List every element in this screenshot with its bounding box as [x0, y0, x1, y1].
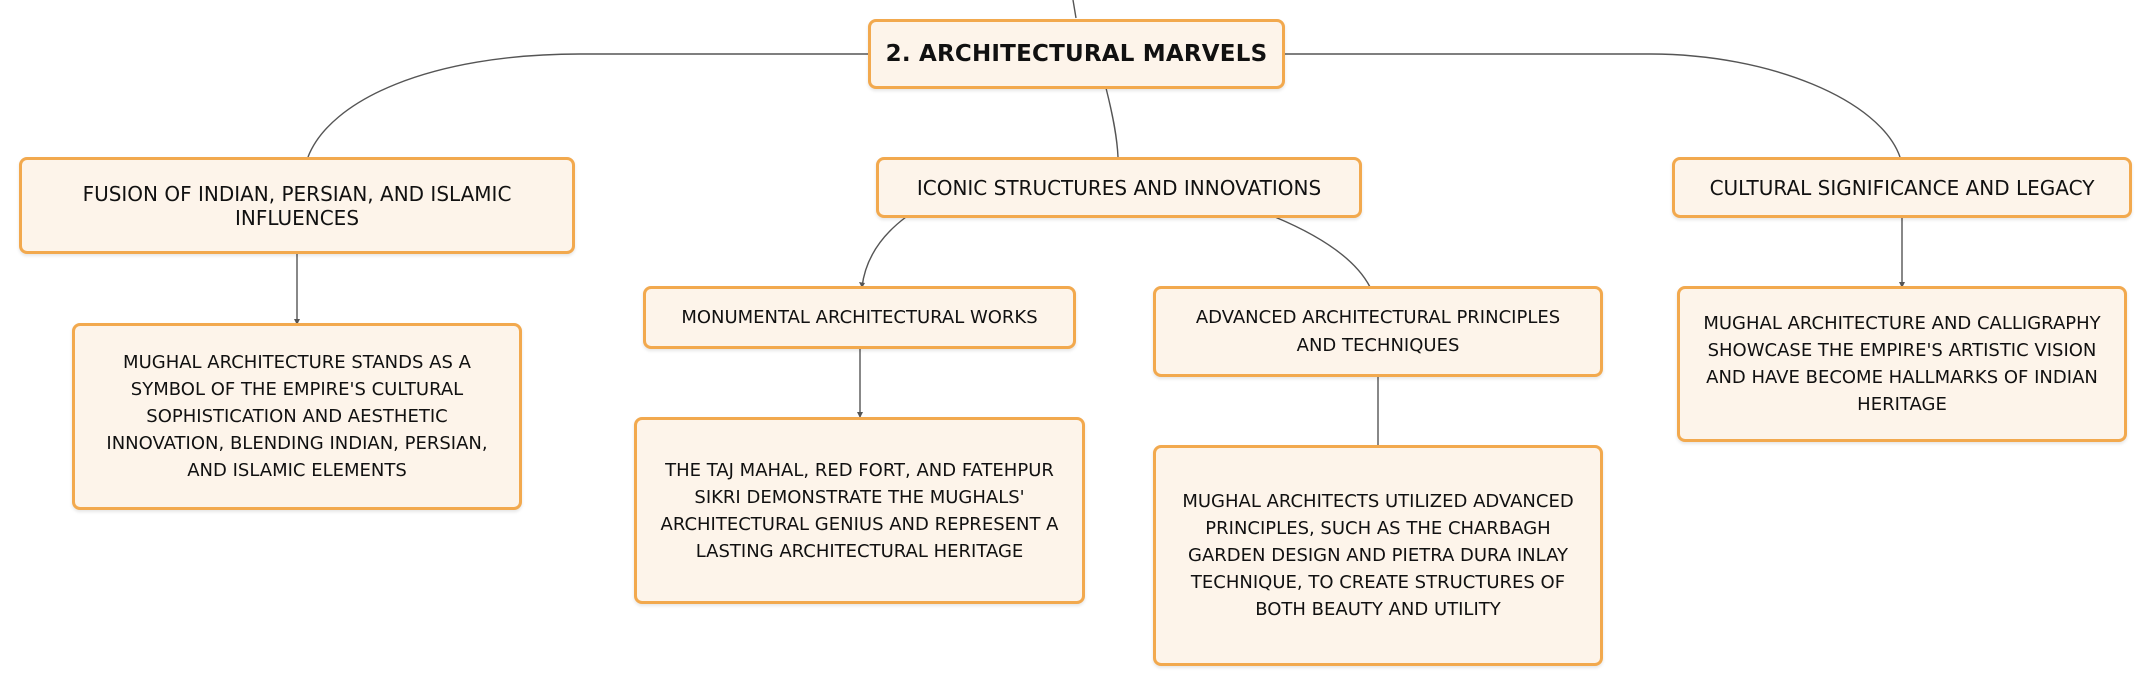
connector-root-to-fusion [307, 53, 868, 158]
advanced-node[interactable]: ADVANCED ARCHITECTURAL PRINCIPLES AND TE… [1153, 286, 1603, 377]
connector-root-to-cultural [1285, 53, 1901, 158]
advanced-detail-text: MUGHAL ARCHITECTS UTILIZED ADVANCED PRIN… [1182, 491, 1574, 620]
monumental-detail-node[interactable]: THE TAJ MAHAL, RED FORT, AND FATEHPUR SI… [634, 417, 1085, 604]
iconic-label: ICONIC STRUCTURES AND INNOVATIONS [916, 175, 1322, 200]
fusion-detail-node[interactable]: MUGHAL ARCHITECTURE STANDS AS A SYMBOL O… [72, 323, 522, 510]
cultural-detail-text: MUGHAL ARCHITECTURE AND CALLIGRAPHY SHOW… [1703, 313, 2101, 415]
advanced-detail-node[interactable]: MUGHAL ARCHITECTS UTILIZED ADVANCED PRIN… [1153, 445, 1603, 666]
connector-parent-to-root [1072, 0, 1077, 19]
monumental-detail-text: THE TAJ MAHAL, RED FORT, AND FATEHPUR SI… [660, 459, 1059, 562]
iconic-node[interactable]: ICONIC STRUCTURES AND INNOVATIONS [876, 157, 1362, 218]
advanced-label: ADVANCED ARCHITECTURAL PRINCIPLES AND TE… [1195, 306, 1561, 356]
root-label: 2. ARCHITECTURAL MARVELS [885, 41, 1268, 67]
connector-iconic-to-monumental [861, 216, 907, 288]
cultural-node[interactable]: CULTURAL SIGNIFICANCE AND LEGACY [1672, 157, 2132, 218]
root-node[interactable]: 2. ARCHITECTURAL MARVELS [868, 19, 1285, 89]
fusion-node[interactable]: FUSION OF INDIAN, PERSIAN, AND ISLAMIC I… [19, 157, 575, 254]
fusion-label: FUSION OF INDIAN, PERSIAN, AND ISLAMIC I… [82, 181, 512, 230]
cultural-label: CULTURAL SIGNIFICANCE AND LEGACY [1709, 175, 2095, 200]
connector-root-to-iconic [1105, 87, 1119, 158]
monumental-node[interactable]: MONUMENTAL ARCHITECTURAL WORKS [643, 286, 1076, 349]
fusion-detail-text: MUGHAL ARCHITECTURE STANDS AS A SYMBOL O… [106, 352, 488, 481]
monumental-label: MONUMENTAL ARCHITECTURAL WORKS [681, 306, 1038, 328]
connector-iconic-to-advanced [1274, 216, 1371, 288]
cultural-detail-node[interactable]: MUGHAL ARCHITECTURE AND CALLIGRAPHY SHOW… [1677, 286, 2127, 442]
